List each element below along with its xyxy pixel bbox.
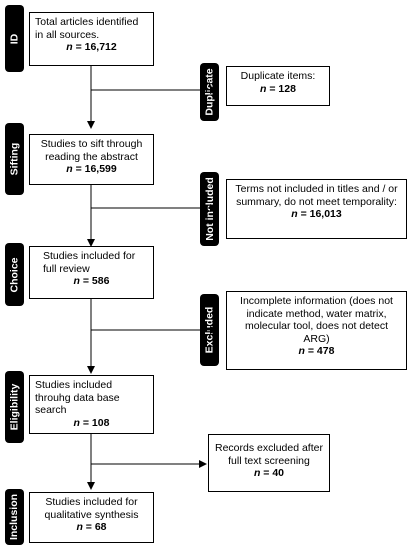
box-qualitative-count: n = 68 — [76, 521, 107, 533]
box-fulltext-excluded-text: Records excluded after full text screeni… — [215, 442, 323, 467]
box-database-text: Studies included throuhg data base searc… — [35, 379, 120, 416]
box-not-included-count: n = 16,013 — [291, 208, 342, 220]
box-not-included-text: Terms not included in titles and / or su… — [235, 183, 398, 208]
box-qualitative: Studies included for qualitative synthes… — [29, 492, 154, 543]
box-database-count: n = 108 — [73, 416, 110, 429]
stage-label-inclusion: Inclusion — [5, 489, 24, 545]
box-sift-text: Studies to sift through reading the abst… — [40, 138, 143, 163]
box-full-review-count: n = 586 — [73, 275, 110, 287]
stage-label-choice: Choice — [5, 243, 24, 306]
box-duplicate: Duplicate items: n = 128 — [226, 66, 330, 106]
box-excluded-text: Incomplete information (does not indicat… — [240, 295, 393, 345]
box-duplicate-count: n = 128 — [260, 82, 296, 95]
stage-label-duplicate: Duplicate — [200, 63, 219, 121]
box-fulltext-excluded: Records excluded after full text screeni… — [208, 434, 330, 492]
box-sift: Studies to sift through reading the abst… — [29, 134, 154, 185]
box-excluded-count: n = 478 — [298, 345, 335, 357]
stage-label-sifting: Sifting — [5, 123, 24, 195]
box-duplicate-text: Duplicate items: — [240, 70, 316, 82]
box-full-review: Studies included for full review n = 586 — [29, 246, 154, 299]
box-identified-text: Total articles identified in all sources… — [35, 16, 139, 41]
box-identified: Total articles identified in all sources… — [29, 12, 154, 66]
box-sift-count: n = 16,599 — [66, 163, 117, 175]
box-excluded: Incomplete information (does not indicat… — [226, 291, 407, 370]
box-not-included: Terms not included in titles and / or su… — [226, 179, 407, 239]
box-identified-count: n = 16,712 — [66, 41, 117, 53]
box-full-review-text: Studies included for full review — [43, 250, 136, 275]
stage-label-id: ID — [5, 5, 24, 72]
stage-label-not-included: Not included — [200, 172, 219, 246]
stage-label-eligibility: Eligibility — [5, 371, 24, 443]
box-fulltext-excluded-count: n = 40 — [253, 467, 285, 479]
box-database: Studies included throuhg data base searc… — [29, 375, 154, 434]
box-qualitative-text: Studies included for qualitative synthes… — [44, 496, 139, 521]
